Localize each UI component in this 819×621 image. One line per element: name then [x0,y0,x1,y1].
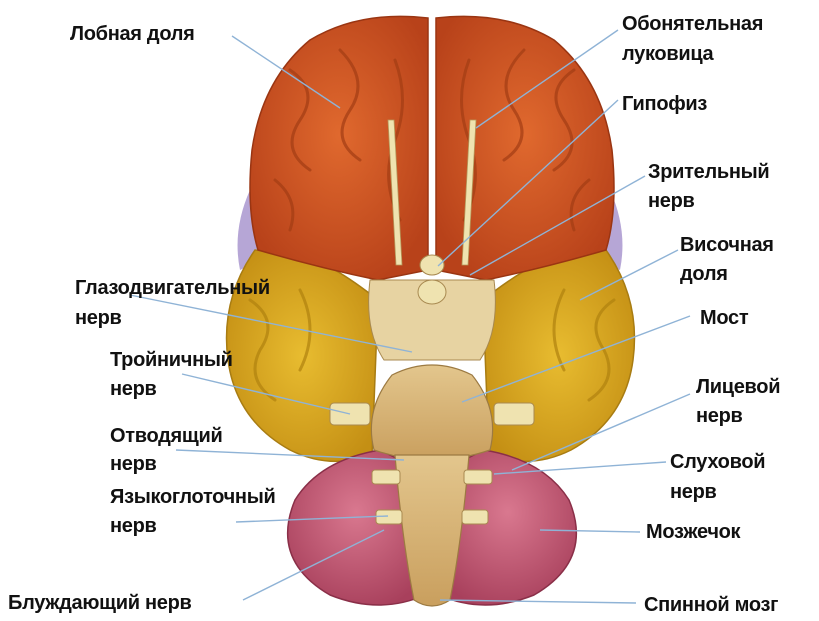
label-cerebellum: Мозжечок [646,520,740,544]
label-optic-nerve-line1: Зрительный [648,160,769,184]
label-frontal-lobe: Лобная доля [70,22,195,46]
frontal-lobe-right [436,16,614,280]
label-trigeminal-line1: Тройничный [110,348,233,372]
label-auditory-line1: Слуховой [670,450,765,474]
label-glossopharyngeal-line1: Языкоглоточный [110,485,275,509]
label-oculomotor-line1: Глазодвигательный [75,276,270,300]
pituitary-shape [420,255,444,275]
label-vagus: Блуждающий нерв [8,591,192,615]
label-facial-line1: Лицевой [696,375,780,399]
label-trigeminal-line2: нерв [110,377,157,401]
pons-shape [371,365,492,460]
label-temporal-lobe-line2: доля [680,262,728,286]
label-auditory-line2: нерв [670,480,717,504]
label-pons: Мост [700,306,748,330]
frontal-lobe-left [250,16,428,280]
label-temporal-lobe-line1: Височная [680,233,774,257]
label-pituitary: Гипофиз [622,92,707,116]
label-spinal-cord: Спинной мозг [644,593,778,617]
pituitary-stalk [418,280,446,304]
label-glossopharyngeal-line2: нерв [110,514,157,538]
label-optic-nerve-line2: нерв [648,189,695,213]
label-abducens-line1: Отводящий [110,424,222,448]
label-oculomotor-line2: нерв [75,306,122,330]
label-olfactory-bulb-line2: луковица [622,42,713,66]
label-olfactory-bulb-line1: Обонятельная [622,12,763,36]
label-abducens-line2: нерв [110,452,157,476]
label-facial-line2: нерв [696,404,743,428]
